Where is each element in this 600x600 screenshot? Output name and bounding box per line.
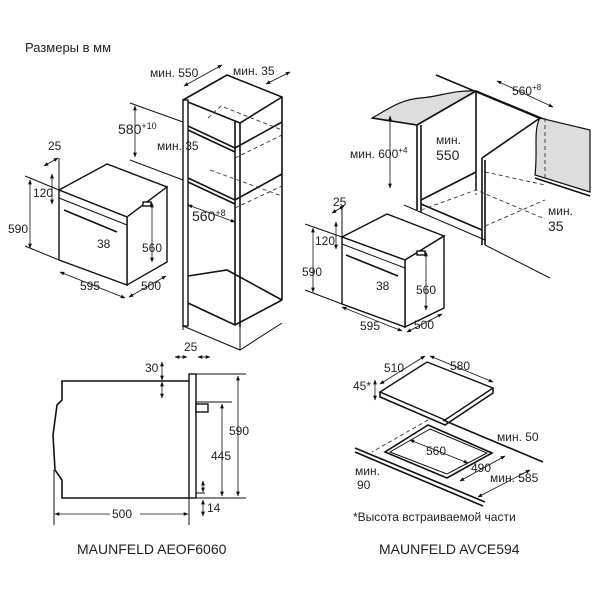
- oven-side-view: [52, 373, 246, 525]
- counter-depth-min: мин. 585: [490, 471, 539, 485]
- oven-height: 590: [302, 265, 322, 279]
- oven-front-depth: 25: [333, 195, 347, 209]
- oven-model-name: MAUNFELD AEOF6060: [77, 541, 227, 557]
- hob-width: 580: [450, 359, 470, 373]
- hob-cutout-depth: 490: [471, 461, 491, 475]
- cabinet-depth-min: мин. 550: [150, 66, 199, 80]
- dim-line: [183, 64, 223, 87]
- oven-height: 590: [8, 222, 28, 236]
- oven-left: [57, 163, 169, 287]
- oven-handle: [63, 209, 118, 233]
- oven-body-height: 560: [416, 283, 436, 297]
- oven-width: 595: [80, 279, 100, 293]
- cabinet-rear-gap-min: мин. 35: [233, 64, 275, 78]
- oven-body-height: 560: [142, 241, 162, 255]
- side-bottom-offset: 14: [207, 501, 221, 515]
- tall-cabinet: [182, 74, 283, 351]
- niche-depth-min-value: 550: [436, 147, 460, 163]
- side-front-depth: 25: [184, 340, 198, 354]
- niche-depth-min-label: мин.: [436, 133, 461, 147]
- niche-height-min: мин. 600+4: [350, 146, 408, 161]
- niche-rear-gap-label: мин.: [548, 204, 573, 218]
- undercounter-cabinet: [370, 74, 591, 279]
- oven-width: 595: [360, 319, 380, 333]
- hob-front-gap-value: 90: [357, 478, 371, 492]
- dim-line: [187, 204, 236, 223]
- side-height: 590: [229, 424, 249, 438]
- niche-width: 560+8: [512, 83, 542, 98]
- hob-cutout-width: 560: [426, 444, 446, 458]
- diagram-title: Размеры в мм: [25, 40, 111, 55]
- side-body-height: 445: [211, 449, 231, 463]
- oven-right: [340, 213, 446, 329]
- hob-footnote: *Высота встраиваемой части: [353, 510, 516, 524]
- oven-handle-depth: 38: [97, 237, 111, 251]
- cabinet-width: 560+8: [192, 208, 226, 224]
- dim-line: [265, 71, 291, 85]
- side-top-offset: 30: [145, 361, 159, 375]
- oven-front-depth: 25: [48, 139, 62, 153]
- cabinet-height: 580+10: [118, 121, 157, 137]
- hob-rear-gap-min: мин. 50: [497, 430, 539, 444]
- hob-depth: 510: [384, 361, 404, 375]
- hob-build-height: 45*: [353, 379, 371, 393]
- side-depth: 500: [112, 507, 132, 521]
- oven-depth: 500: [141, 279, 161, 293]
- niche-rear-gap-value: 35: [548, 218, 564, 234]
- oven-top-offset: 120: [315, 234, 335, 248]
- oven-top-offset: 120: [33, 186, 53, 200]
- hob-model-name: MAUNFELD AVCE594: [379, 541, 520, 557]
- oven-handle: [345, 254, 399, 277]
- oven-handle-depth: 38: [376, 279, 390, 293]
- oven-depth: 500: [414, 318, 434, 332]
- cabinet-shelf-gap-min: мин. 35: [157, 139, 199, 153]
- hob-front-gap-label: мин.: [355, 464, 380, 478]
